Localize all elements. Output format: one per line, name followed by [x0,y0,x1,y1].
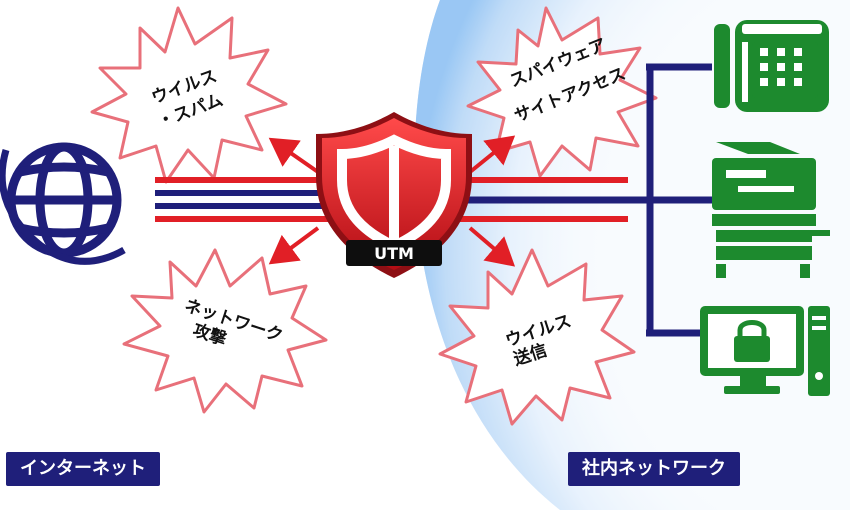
burst-shape [90,6,288,184]
copier-icon [712,142,830,278]
threat-network-attack: ネットワーク 攻撃 [122,248,328,414]
threat-arrows [268,135,516,267]
threat-virus-send: ウイルス 送信 [438,248,636,426]
phone-icon [714,20,829,112]
burst-shape [466,6,658,178]
locked-computer-icon [700,306,830,396]
internal-connection-lines [460,177,650,222]
globe-icon [0,142,126,265]
burst-shape [438,248,636,426]
threat-spyware-site: スパイウェア サイトアクセス [466,6,658,178]
utm-label-text: UTM [374,244,414,263]
threat-virus-spam: ウイルス ・スパム [90,6,288,184]
burst-shape [122,248,328,414]
shield-icon [316,112,472,278]
internet-connection-lines [155,177,330,222]
internal-network-label: 社内ネットワーク [568,452,740,486]
internet-label: インターネット [6,452,160,486]
utm-label: UTM [346,240,442,266]
